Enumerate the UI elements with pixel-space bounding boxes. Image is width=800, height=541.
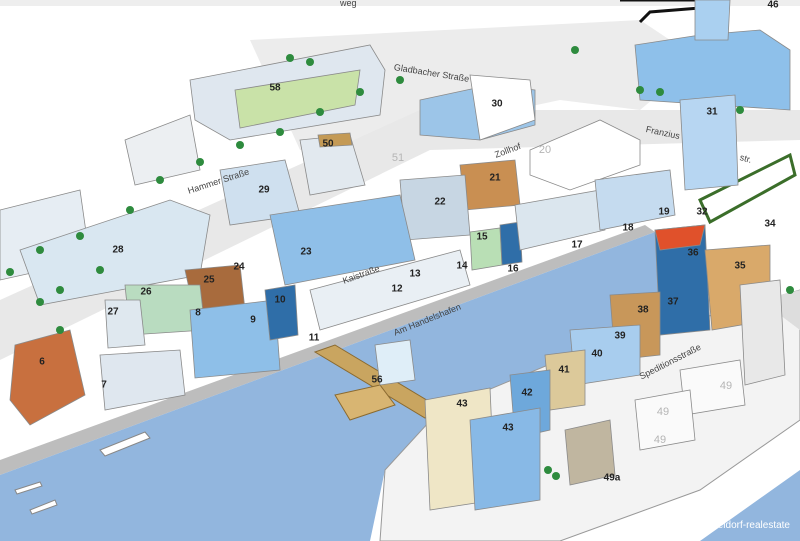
building-label: 29 <box>258 184 270 196</box>
building-label: 10 <box>274 294 286 306</box>
building-label: 41 <box>558 364 570 376</box>
building-label: 42 <box>521 387 533 399</box>
building-label: 46 <box>767 0 779 11</box>
building-label: 11 <box>308 332 320 344</box>
building-label: 16 <box>507 263 519 275</box>
building-label: 35 <box>734 260 746 272</box>
building-label: 51 <box>391 152 405 164</box>
building-label: 30 <box>491 98 503 110</box>
boat <box>29 499 58 515</box>
building-label: 24 <box>233 261 245 273</box>
trees <box>6 46 794 480</box>
boat <box>14 481 43 495</box>
building-label: 56 <box>371 374 383 386</box>
building-label: 50 <box>322 138 334 150</box>
building-label: 49 <box>719 380 733 392</box>
building-label: 34 <box>764 218 776 230</box>
top-road <box>0 0 800 6</box>
building-label: 20 <box>538 144 552 156</box>
building-label: 15 <box>476 231 488 243</box>
railway-bridge <box>698 152 797 225</box>
building-label: 43 <box>456 398 468 410</box>
building-label: 25 <box>203 274 215 286</box>
building-label: 17 <box>571 239 583 251</box>
building-label: 39 <box>614 330 626 342</box>
building-label: 7 <box>101 379 107 391</box>
building-label: 38 <box>637 304 649 316</box>
street-top-road: weg <box>340 0 357 8</box>
building-label: 49 <box>653 434 667 446</box>
building-label: 49 <box>656 406 670 418</box>
building-label: 13 <box>409 268 421 280</box>
building-label: 21 <box>489 172 501 184</box>
building-label: 12 <box>391 283 403 295</box>
building-label: 9 <box>250 314 256 326</box>
building-label: 8 <box>195 307 201 319</box>
building-label: 40 <box>591 348 603 360</box>
building-label: 18 <box>622 222 634 234</box>
building-label: 6 <box>39 356 45 368</box>
building-label: 27 <box>107 306 119 318</box>
rhine-water <box>700 470 800 541</box>
copyright-notice: © duesseldorf-realestate <box>680 520 790 531</box>
building-label: 43 <box>502 422 514 434</box>
building-label: 19 <box>658 206 670 218</box>
building-label: 14 <box>456 260 468 272</box>
building-label: 36 <box>687 247 699 259</box>
building-label: 58 <box>269 82 281 94</box>
building-label: 37 <box>667 296 679 308</box>
building-label: 28 <box>112 244 124 256</box>
buildings <box>0 0 791 511</box>
harbor-basin <box>0 232 665 541</box>
building-label: 22 <box>434 196 446 208</box>
boat <box>99 431 151 457</box>
building-label: 23 <box>300 246 312 258</box>
building-label: 31 <box>706 106 718 118</box>
building-label: 26 <box>140 286 152 298</box>
building-label: 49a <box>603 472 621 484</box>
building-label: 32 <box>696 206 708 218</box>
